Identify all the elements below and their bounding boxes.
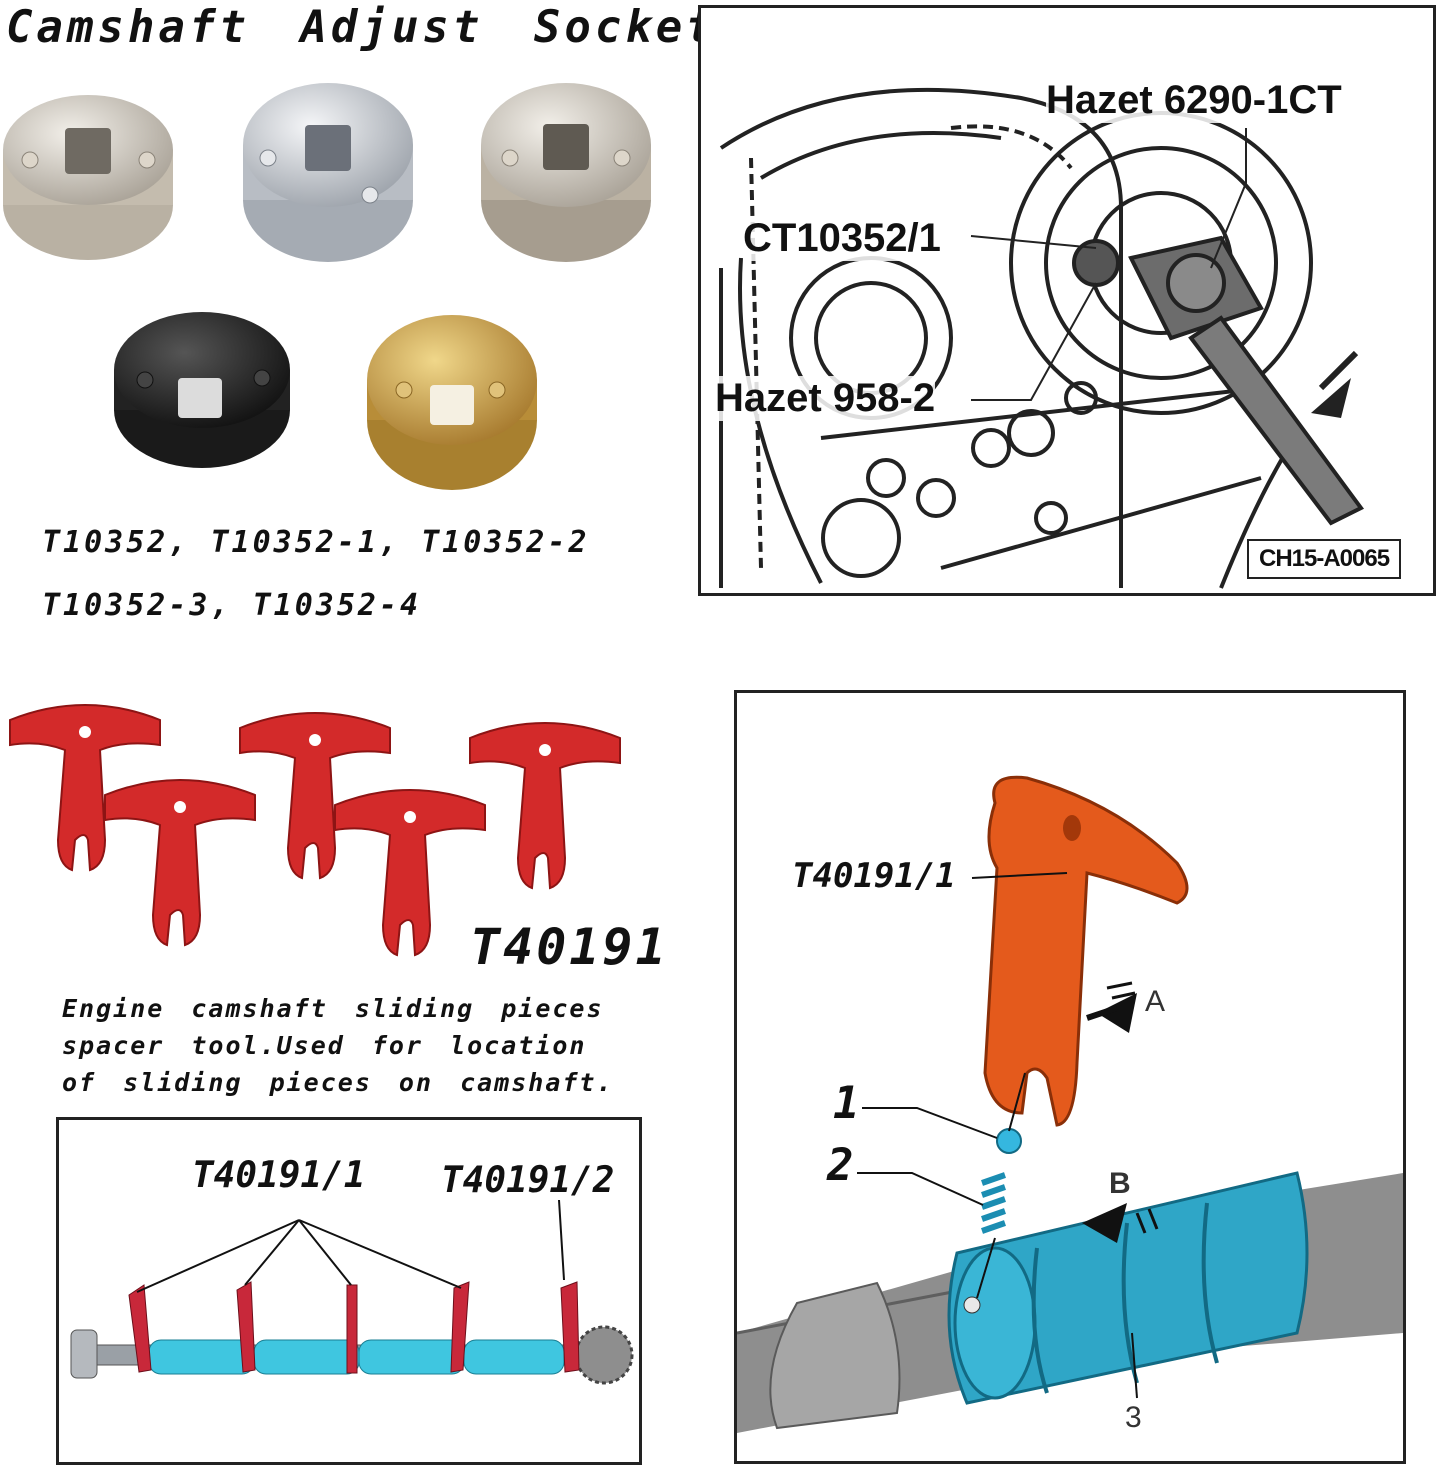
camshaft-label-part2: T40191/2 — [441, 1160, 615, 1201]
label-hazet-6290: Hazet 6290-1CT — [1046, 78, 1342, 123]
arrow-label-b: B — [1109, 1167, 1131, 1200]
detail-drawing — [737, 775, 1403, 1433]
socket-photos — [3, 83, 651, 490]
camshaft-drawing — [70, 1199, 634, 1385]
camshaft-diagram-panel: T40191/1 T40191/2 — [56, 1117, 642, 1465]
socket-t10352-1 — [243, 83, 413, 262]
t-tool — [469, 722, 621, 889]
socket-t10352 — [3, 95, 173, 260]
camshaft-label-part1: T40191/1 — [192, 1155, 366, 1196]
engine-line-drawing — [719, 87, 1365, 589]
t40191-tools-photo — [9, 704, 621, 956]
arrow-label-a: A — [1145, 985, 1166, 1018]
label-ct10352: CT10352/1 — [743, 216, 941, 261]
socket-codes-line-1: T10352, T10352-1, T10352-2 — [42, 525, 590, 560]
socket-codes-line-2: T10352-3, T10352-4 — [42, 588, 422, 623]
socket-t10352-3 — [114, 312, 290, 468]
t-tool — [104, 779, 256, 946]
detail-label-1: 1 — [833, 1078, 860, 1129]
detail-label-tool: T40191/1 — [792, 856, 956, 896]
t-tool — [334, 789, 486, 956]
engine-diagram-panel: Hazet 6290-1CT CT10352/1 Hazet 958-2 CH1… — [698, 5, 1436, 596]
page-title: Camshaft Adjust Socket — [6, 2, 717, 53]
detail-label-3: 3 — [1125, 1401, 1142, 1434]
tool-name: T40191 — [470, 918, 669, 976]
detail-diagram-panel: T40191/1 1 2 3 A B — [734, 690, 1406, 1464]
tool-description: Engine camshaft sliding pieces spacer to… — [62, 994, 614, 1097]
socket-t10352-4 — [367, 315, 537, 490]
socket-t10352-2 — [481, 83, 651, 262]
figure-code: CH15-A0065 — [1247, 539, 1402, 579]
detail-label-2: 2 — [827, 1140, 854, 1191]
label-hazet-958: Hazet 958-2 — [715, 376, 936, 421]
